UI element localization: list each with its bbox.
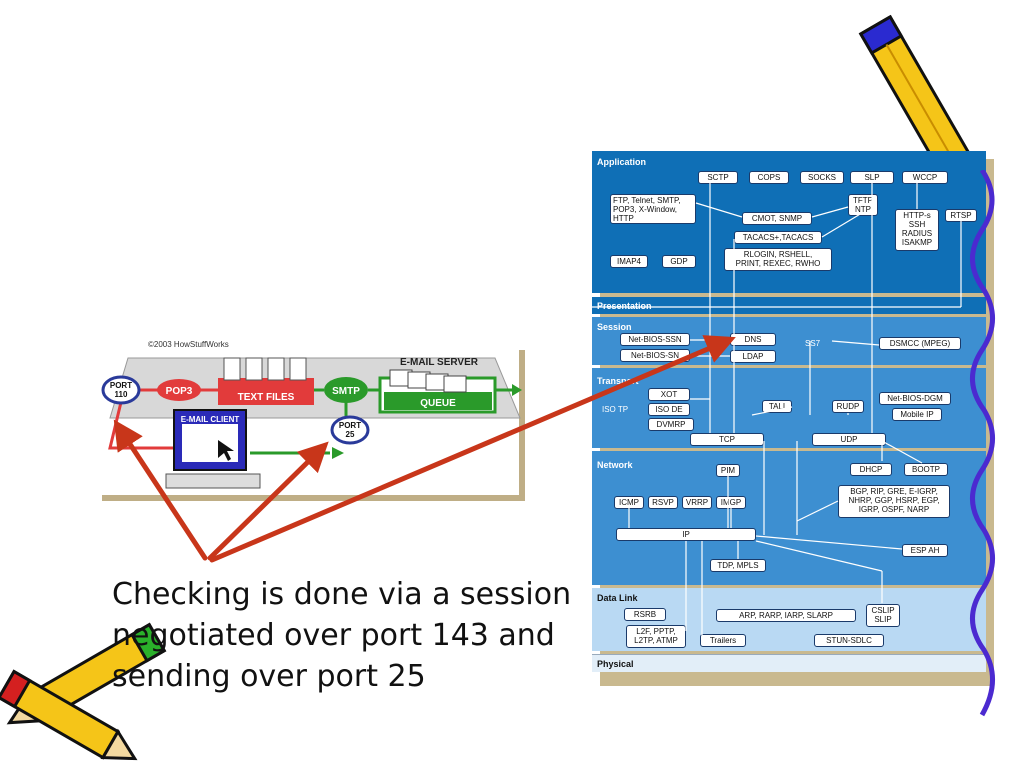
sctp-box: SCTP: [698, 171, 738, 184]
svg-text:SMTP: SMTP: [332, 386, 360, 397]
dhcp-box: DHCP: [850, 463, 892, 476]
esp-ah-box: ESP AH: [902, 544, 948, 557]
ip-box: IP: [616, 528, 756, 541]
icmp-box: ICMP: [614, 496, 644, 509]
svg-text:E-MAIL CLIENT: E-MAIL CLIENT: [181, 415, 240, 424]
tali-box: TALI: [762, 400, 792, 413]
protocol-stack-diagram: Application SCTP COPS SOCKS SLP WCCP FTP…: [592, 151, 994, 686]
data-link-layer: Data Link RSRB ARP, RARP, IARP, SLARP CS…: [592, 588, 986, 651]
udp-box: UDP: [812, 433, 886, 446]
arp-rarp-box: ARP, RARP, IARP, SLARP: [716, 609, 856, 622]
dvmrp-box: DVMRP: [648, 418, 694, 431]
svg-text:POP3: POP3: [166, 386, 193, 397]
imgp-box: IMGP: [716, 496, 746, 509]
tacacs-box: TACACS+,TACACS: [734, 231, 822, 244]
netbios-ssn-box: Net-BIOS-SSN: [620, 333, 690, 346]
dsmcc-box: DSMCC (MPEG): [879, 337, 961, 350]
presentation-layer: Presentation: [592, 297, 986, 314]
rlogin-box: RLOGIN, RSHELL,PRINT, REXEC, RWHO: [724, 248, 832, 271]
email-server-diagram: ©2003 HowStuffWorks E-MAIL SERVER PORT 1…: [101, 340, 525, 501]
rudp-box: RUDP: [832, 400, 864, 413]
tcp-box: TCP: [690, 433, 764, 446]
svg-text:PORT: PORT: [110, 381, 132, 390]
imap4-box: IMAP4: [610, 255, 648, 268]
bootp-box: BOOTP: [904, 463, 948, 476]
copyright-text: ©2003 HowStuffWorks: [148, 340, 229, 349]
keyboard-icon: [165, 473, 261, 489]
pencil-decoration-bottom-left-icon: [0, 622, 167, 761]
slp-box: SLP: [850, 171, 894, 184]
session-layer: Session Net-BIOS-SSN Net-BIOS-SN DNS LDA…: [592, 317, 986, 365]
stun-sdlc-box: STUN-SDLC: [814, 634, 884, 647]
wccp-box: WCCP: [902, 171, 948, 184]
cops-box: COPS: [749, 171, 789, 184]
ss7-label: SS7: [805, 339, 821, 348]
socks-box: SOCKS: [800, 171, 844, 184]
ldap-box: LDAP: [730, 350, 776, 363]
rsvp-box: RSVP: [648, 496, 678, 509]
iso-tp-label: ISO TP: [602, 405, 629, 414]
l2f-pptp-box: L2F, PPTP,L2TP, ATMP: [626, 625, 686, 648]
transport-layer: Transport XOT ISO TP ISO DE DVMRP TALI R…: [592, 368, 986, 448]
application-layer: Application SCTP COPS SOCKS SLP WCCP FTP…: [592, 151, 986, 293]
vrrp-box: VRRP: [682, 496, 712, 509]
trailers-box: Trailers: [700, 634, 746, 647]
ftp-telnet-box: FTP, Telnet, SMTP,POP3, X-Window,HTTP: [610, 194, 696, 224]
svg-text:25: 25: [346, 430, 355, 439]
network-layer: Network PIM DHCP BOOTP ICMP RSVP VRRP IM…: [592, 451, 986, 585]
port-110-node: [101, 375, 141, 405]
mobile-ip-box: Mobile IP: [892, 408, 942, 421]
gdp-box: GDP: [662, 255, 696, 268]
cmot-snmp-box: CMOT, SNMP: [742, 212, 812, 225]
rsrb-box: RSRB: [624, 608, 666, 621]
netbios-dgm-box: Net-BIOS-DGM: [879, 392, 951, 405]
iso-de-box: ISO DE: [648, 403, 690, 416]
pop3-node: [157, 379, 201, 401]
physical-layer: Physical: [592, 654, 986, 672]
caption-text: Checking is done via a session negotiate…: [112, 577, 572, 694]
purple-wave-decoration-icon: [970, 170, 995, 717]
pim-box: PIM: [716, 464, 740, 477]
svg-text:PORT: PORT: [339, 421, 361, 430]
xot-box: XOT: [648, 388, 690, 401]
tdp-mpls-box: TDP, MPLS: [710, 559, 766, 572]
email-server-label: E-MAIL SERVER: [400, 357, 479, 368]
bgp-rip-box: BGP, RIP, GRE, E-IGRP,NHRP, GGP, HSRP, E…: [838, 485, 950, 518]
netbios-sn-box: Net-BIOS-SN: [620, 349, 690, 362]
dns-box: DNS: [730, 333, 776, 346]
svg-text:110: 110: [115, 390, 128, 399]
svg-text:QUEUE: QUEUE: [420, 398, 456, 409]
svg-text:TEXT FILES: TEXT FILES: [238, 392, 295, 403]
